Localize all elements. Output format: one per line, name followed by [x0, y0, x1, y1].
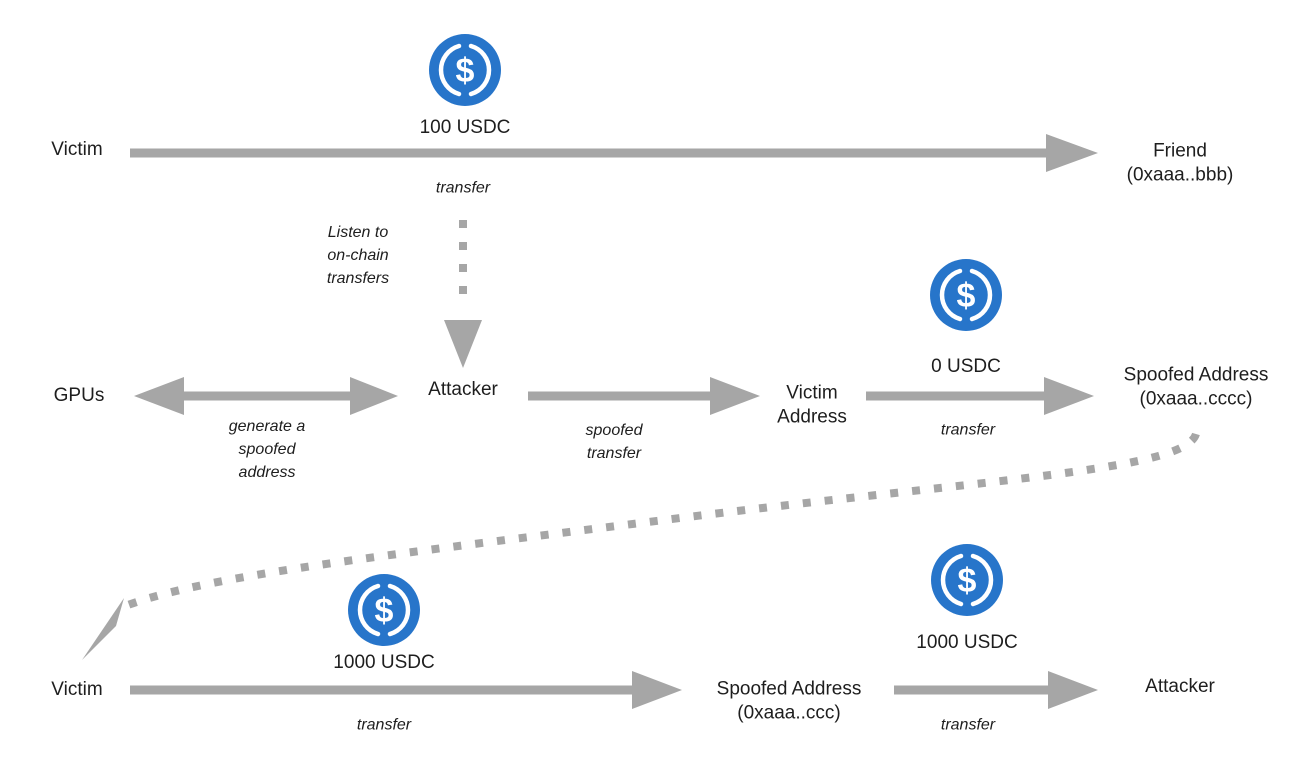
edge-label-listen-line1: Listen to [327, 224, 389, 242]
node-victim-bottom: Victim [51, 679, 103, 701]
arrow-listen-to-attacker [444, 220, 482, 368]
edge-label-bottom-right-transfer: transfer [940, 716, 996, 734]
usdc-coin-icon [931, 544, 1003, 616]
amount-1000-usdc-left: 1000 USDC [333, 652, 435, 674]
amount-1000-usdc-right: 1000 USDC [916, 632, 1018, 654]
node-friend-address: (0xaaa..bbb) [1126, 164, 1234, 185]
node-attacker-mid: Attacker [428, 379, 498, 401]
arrow-attacker-to-victim-address [528, 377, 760, 415]
node-gpus: GPUs [53, 385, 105, 407]
arrow-victim-to-friend [130, 134, 1098, 172]
amount-100-usdc: 100 USDC [419, 117, 511, 139]
arrow-spoofed-to-attacker [894, 671, 1098, 709]
usdc-coin-icon [348, 574, 420, 646]
edge-label-generate-line3: address [238, 464, 296, 482]
node-victim-top: Victim [51, 139, 103, 161]
edge-label-listen-line3: transfers [326, 270, 390, 288]
node-attacker-bottom: Attacker [1145, 676, 1215, 698]
node-victim-address: Victim Address [777, 381, 847, 429]
edge-label-generate-line1: generate a [228, 418, 306, 436]
edge-label-generate: generate a spoofed address [229, 415, 306, 485]
node-spoofed-mid-name: Spoofed Address [1123, 364, 1269, 386]
arrow-victim-address-to-spoofed [866, 377, 1094, 415]
edge-label-spoofed-transfer-line2: transfer [586, 445, 642, 462]
edge-label-listen-line2: on-chain [327, 247, 389, 265]
node-friend-name: Friend [1153, 140, 1207, 162]
edge-label-top-transfer: transfer [435, 179, 491, 197]
edge-label-listen: Listen to on-chain transfers [327, 221, 389, 291]
node-spoofed-address-bottom: Spoofed Address (0xaaa..ccc) [717, 677, 862, 725]
node-spoofed-bottom-address: (0xaaa..ccc) [737, 702, 841, 723]
usdc-coin-icon [429, 34, 501, 106]
node-spoofed-mid-address: (0xaaa..cccc) [1139, 388, 1253, 409]
edge-label-spoofed-transfer: spoofed transfer [586, 419, 643, 465]
edge-label-generate-line2: spoofed [238, 441, 296, 459]
arrow-gpus-attacker [134, 377, 398, 415]
edge-label-spoofed-transfer-line1: spoofed [585, 421, 643, 439]
arrow-spoofed-to-bottom-victim [82, 432, 1200, 660]
edge-label-mid-transfer: transfer [940, 421, 996, 439]
usdc-coin-icon [930, 259, 1002, 331]
node-spoofed-address-mid: Spoofed Address (0xaaa..cccc) [1124, 363, 1269, 411]
node-victim-address-line1: Victim [786, 382, 838, 404]
node-friend: Friend (0xaaa..bbb) [1127, 139, 1234, 187]
node-victim-address-line2: Address [777, 406, 847, 427]
edge-label-bottom-left-transfer: transfer [356, 716, 412, 734]
amount-0-usdc: 0 USDC [931, 356, 1001, 378]
arrow-victim-to-spoofed-address [130, 671, 682, 709]
node-spoofed-bottom-name: Spoofed Address [716, 678, 862, 700]
